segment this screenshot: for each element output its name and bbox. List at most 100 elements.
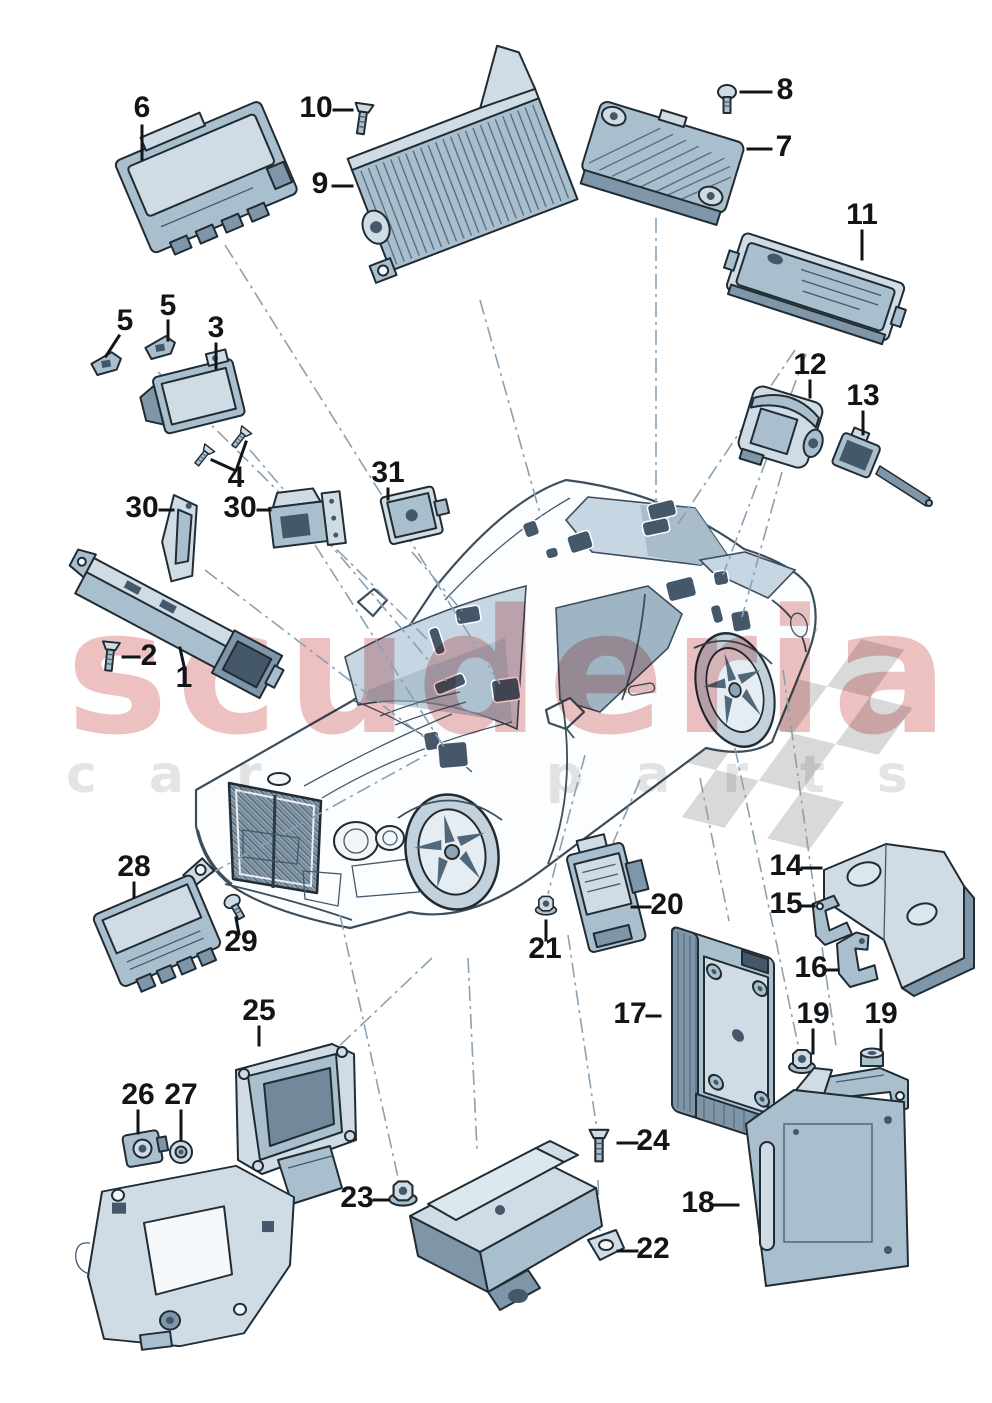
part-13-sensor	[831, 426, 933, 508]
part-5-clip	[144, 335, 176, 361]
callout-number-4: 4	[228, 461, 245, 494]
callout-line-4	[210, 458, 236, 472]
callout-number-19: 19	[796, 997, 829, 1030]
callout-number-23: 23	[340, 1181, 373, 1214]
leader-line	[209, 753, 429, 875]
part-12-sensor	[737, 385, 824, 469]
callout-number-30: 30	[223, 491, 256, 524]
leader-line	[677, 349, 796, 525]
part-19-nut	[788, 1049, 816, 1074]
sensor-mark	[544, 546, 560, 560]
part-26-camera	[121, 1129, 170, 1168]
leader-line	[467, 957, 478, 1151]
leader-line	[204, 569, 429, 741]
callout-line-1	[178, 646, 186, 668]
sensor-marks	[422, 498, 753, 770]
callout-number-10: 10	[299, 91, 332, 124]
sensor-mark	[664, 575, 698, 603]
leader-line	[411, 551, 463, 612]
sensor-mark	[566, 529, 594, 555]
part-17-ecu	[671, 926, 775, 1145]
parts	[68, 44, 975, 1351]
sensor-mark	[709, 603, 725, 625]
callout-number-5: 5	[117, 304, 134, 337]
callout-number-8: 8	[777, 73, 794, 106]
callout-number-2: 2	[141, 639, 158, 672]
part-15-bracket	[811, 894, 853, 946]
callout-number-1: 1	[176, 661, 193, 694]
callout-number-17: 17	[613, 997, 646, 1030]
front-wheel	[404, 793, 500, 911]
sensor-mark	[729, 609, 753, 633]
callout-number-22: 22	[636, 1232, 669, 1265]
callout-number-3: 3	[208, 311, 225, 344]
car-illustration	[194, 478, 817, 930]
part-19-spacer	[860, 1047, 884, 1067]
part-11-module	[723, 232, 907, 346]
callout-number-27: 27	[164, 1078, 197, 1111]
part-24-screw	[588, 1128, 610, 1163]
part-31-module	[379, 485, 451, 545]
leader-line	[612, 779, 641, 844]
part-8-screw	[717, 84, 737, 114]
sensor-mark	[712, 569, 730, 587]
leader-line	[249, 449, 447, 682]
callout-number-29: 29	[224, 925, 257, 958]
callout-number-5: 5	[160, 289, 177, 322]
sensor-mark	[490, 676, 522, 704]
callout-number-7: 7	[776, 130, 793, 163]
leader-line	[334, 957, 433, 1051]
callout-number-12: 12	[793, 348, 826, 381]
callout-number-18: 18	[681, 1186, 714, 1219]
part-5-clip	[90, 351, 122, 377]
part-18-plate	[745, 1067, 909, 1287]
part-26-mounting-frame	[75, 1164, 295, 1351]
leader-line	[741, 471, 783, 618]
callout-number-30: 30	[125, 491, 158, 524]
part-14-bracket	[823, 843, 975, 997]
leader-line	[734, 747, 801, 1055]
callout-line-5	[103, 333, 122, 359]
callout-number-26: 26	[121, 1078, 154, 1111]
part-6-module	[114, 101, 298, 256]
part-20-module	[566, 833, 650, 953]
part-9-amplifier	[346, 44, 579, 284]
sensor-mark	[454, 604, 482, 626]
leader-line	[547, 754, 586, 895]
callout-line-29	[234, 916, 241, 936]
part-22-ecu	[409, 1140, 625, 1311]
part-1-rail	[68, 548, 285, 700]
part-16-bracket	[835, 931, 879, 989]
leader-line	[722, 353, 807, 576]
part-28-module	[92, 857, 222, 993]
sensor-mark	[427, 626, 447, 656]
callout-number-31: 31	[371, 456, 404, 489]
leader-line	[782, 669, 837, 1047]
callout-number-15: 15	[769, 887, 802, 920]
leader-line	[699, 777, 730, 922]
sensor-mark	[433, 672, 467, 696]
rear-wheel	[694, 632, 776, 748]
callout-number-25: 25	[242, 994, 275, 1027]
callout-number-24: 24	[636, 1124, 670, 1157]
sensor-mark	[436, 740, 470, 770]
callout-number-14: 14	[769, 849, 803, 882]
callout-number-9: 9	[312, 167, 329, 200]
callout-number-13: 13	[846, 379, 879, 412]
part-10-screw	[350, 101, 375, 136]
callout-number-6: 6	[134, 91, 151, 124]
part-3-module	[139, 348, 246, 435]
callout-number-28: 28	[117, 850, 150, 883]
sensor-mark	[641, 517, 671, 537]
part-23-nut	[388, 1180, 418, 1207]
callout-number-19: 19	[864, 997, 897, 1030]
part-4-screw	[191, 443, 216, 469]
part-2-screw	[98, 640, 121, 673]
callout-number-20: 20	[650, 888, 683, 921]
callout-number-11: 11	[846, 198, 878, 231]
leader-line	[224, 244, 501, 685]
part-30-bracket	[161, 493, 198, 583]
